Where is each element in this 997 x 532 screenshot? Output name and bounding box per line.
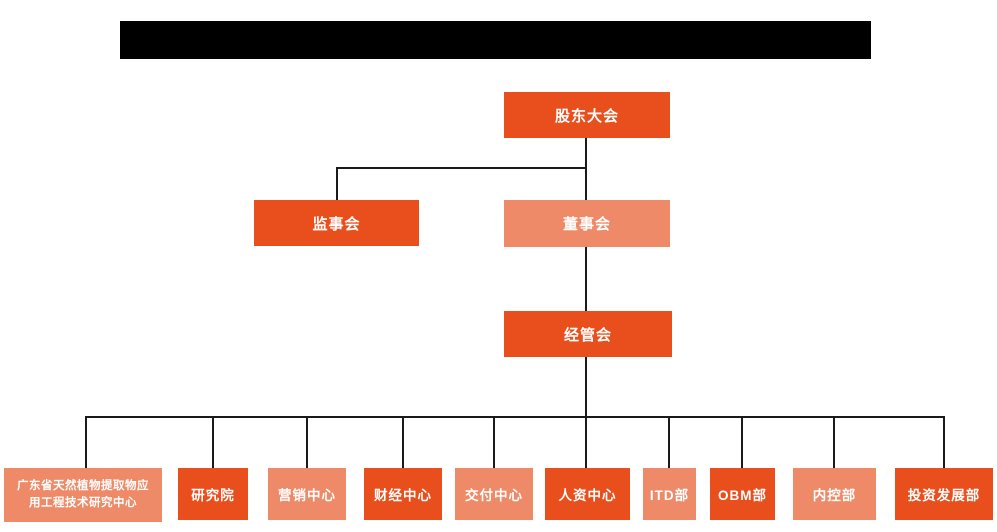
- node-delivery-center-label: 交付中心: [465, 488, 523, 503]
- connector-root-down: [585, 138, 587, 200]
- node-hr-center-label: 人资中心: [558, 488, 617, 503]
- node-itd-department: ITD部: [643, 468, 696, 520]
- node-investment-development-department: 投资发展部: [895, 468, 993, 520]
- node-management-committee: 经管会: [504, 311, 672, 357]
- node-finance-center: 财经中心: [364, 468, 442, 520]
- connector-drop-dept-9: [833, 416, 835, 468]
- node-marketing-center-label: 营销中心: [278, 488, 336, 503]
- node-management-committee-label: 经管会: [563, 326, 612, 344]
- connector-drop-dept-8: [741, 416, 743, 468]
- connector-drop-dept-4: [402, 416, 404, 468]
- connector-board-to-management: [585, 247, 587, 311]
- node-research-institute: 研究院: [178, 468, 248, 520]
- node-guangdong-plant-extract-research-center-label: 广东省天然植物提取物应 用工程技术研究中心: [17, 479, 149, 509]
- node-investment-development-department-label: 投资发展部: [907, 488, 981, 503]
- node-board-of-directors: 董事会: [504, 200, 670, 247]
- node-supervisory-board: 监事会: [254, 200, 419, 246]
- title-redacted-bar: [120, 21, 871, 59]
- node-obm-department-label: OBM部: [718, 488, 767, 503]
- node-internal-control-department: 内控部: [793, 468, 876, 520]
- connector-drop-dept-6: [585, 416, 587, 468]
- connector-drop-dept-5: [493, 416, 495, 468]
- connector-bus-horizontal: [86, 416, 944, 418]
- connector-drop-dept-10: [943, 416, 945, 468]
- connector-drop-dept-3: [306, 416, 308, 468]
- node-finance-center-label: 财经中心: [374, 488, 432, 503]
- connector-drop-dept-2: [212, 416, 214, 468]
- node-obm-department: OBM部: [710, 468, 775, 520]
- node-research-institute-label: 研究院: [191, 488, 235, 503]
- connector-drop-dept-7: [668, 416, 670, 468]
- connector-branch-horizontal: [336, 167, 587, 169]
- connector-drop-dept-1: [85, 416, 87, 468]
- node-itd-department-label: ITD部: [649, 488, 690, 503]
- node-internal-control-department-label: 内控部: [812, 488, 857, 503]
- node-board-of-directors-label: 董事会: [562, 216, 611, 233]
- node-marketing-center: 营销中心: [268, 468, 346, 520]
- connector-supervisory-drop: [336, 167, 338, 200]
- node-supervisory-board-label: 监事会: [312, 215, 361, 233]
- connector-management-to-bus: [585, 357, 587, 418]
- node-shareholders-meeting: 股东大会: [504, 92, 670, 138]
- node-hr-center: 人资中心: [545, 468, 630, 520]
- node-guangdong-plant-extract-research-center: 广东省天然植物提取物应 用工程技术研究中心: [4, 468, 162, 522]
- node-delivery-center: 交付中心: [455, 468, 533, 520]
- node-shareholders-meeting-label: 股东大会: [554, 107, 619, 125]
